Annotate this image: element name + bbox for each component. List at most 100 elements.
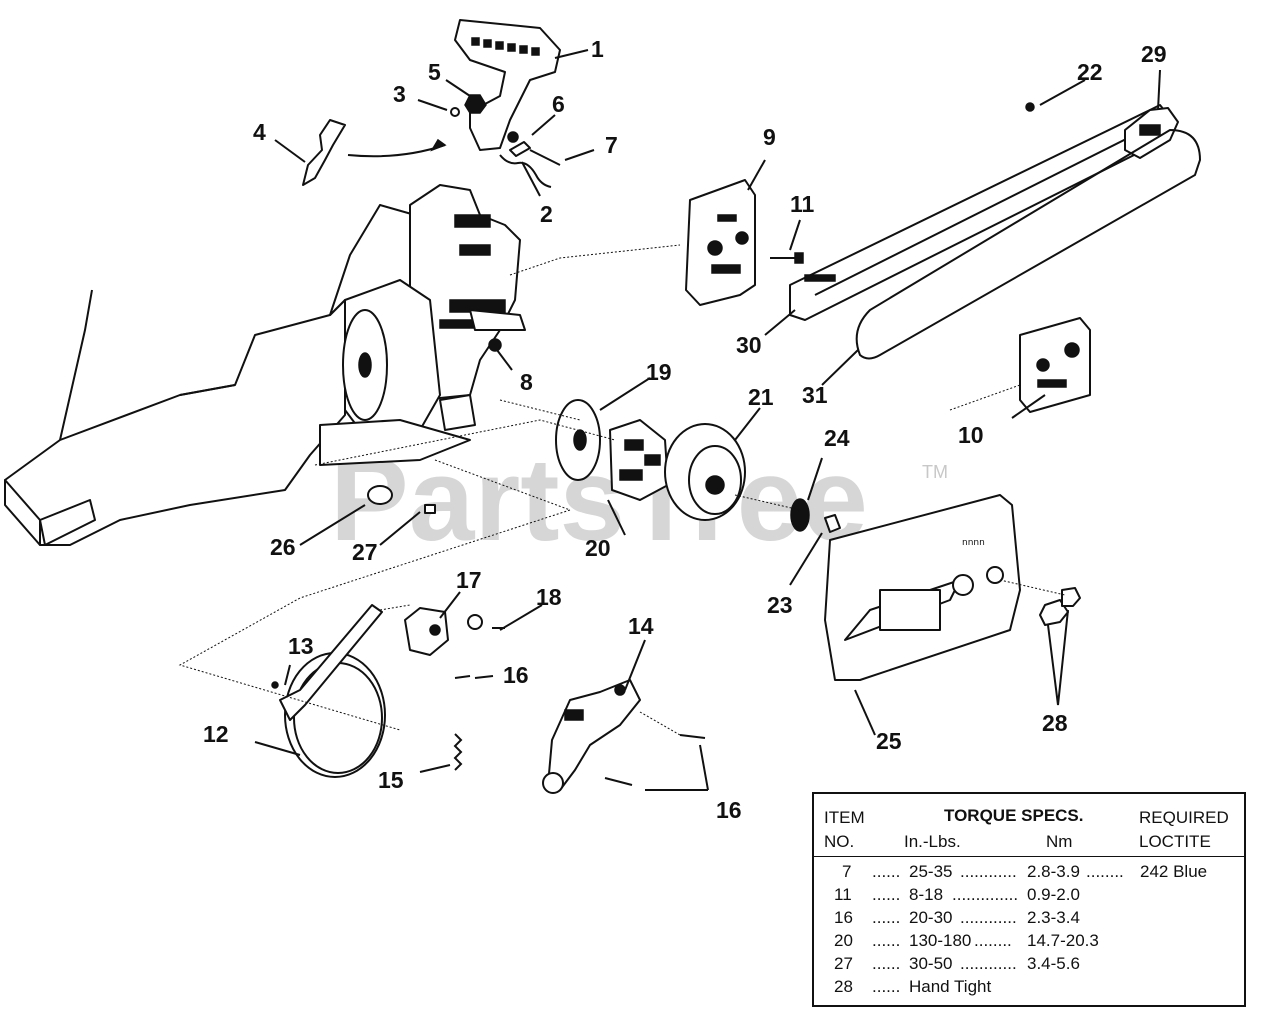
row-nm: 14.7-20.3 xyxy=(1027,931,1099,950)
part-10-outer-plate xyxy=(1019,317,1091,413)
part-2-spring xyxy=(499,154,552,188)
header-no: NO. xyxy=(824,832,855,851)
row-dots: ............ xyxy=(960,862,1017,881)
part-29-bar-nose xyxy=(1124,107,1179,159)
saw-housing xyxy=(4,184,526,546)
part-16-screw-a xyxy=(679,734,706,739)
part-20-clutch xyxy=(609,419,669,501)
callout-8: 8 xyxy=(520,369,533,395)
callout-16a: 16 xyxy=(503,662,529,688)
callout-9: 9 xyxy=(763,124,776,150)
table-row: 7 ...... 25-35 ............ 2.8-3.9 ....… xyxy=(814,862,1244,885)
callout-11: 11 xyxy=(790,191,815,217)
callout-2: 2 xyxy=(540,201,553,227)
part-4-spring-clip xyxy=(302,119,346,186)
part-17-brake-lever xyxy=(404,607,483,656)
callout-16b: 16 xyxy=(716,797,742,823)
row-nm: 0.9-2.0 xyxy=(1027,885,1080,904)
part-24-washer xyxy=(790,498,810,532)
row-in-lbs: 20-30 xyxy=(909,908,953,927)
callout-27: 27 xyxy=(352,539,378,565)
callout-12: 12 xyxy=(203,721,229,747)
row-item: 28 xyxy=(834,977,853,996)
row-dots: ...... xyxy=(872,862,901,881)
part-3-pin xyxy=(450,107,460,117)
torque-specs-table: ITEM NO. TORQUE SPECS. In.-Lbs. Nm REQUI… xyxy=(812,792,1246,1007)
callout-28: 28 xyxy=(1042,710,1068,736)
table-row: 11 ...... 8-18 .............. 0.9-2.0 xyxy=(814,885,1244,908)
callout-6: 6 xyxy=(552,91,565,117)
table-row: 20 ...... 130-180 ........ 14.7-20.3 xyxy=(814,931,1244,954)
row-item: 7 xyxy=(842,862,852,881)
row-in-lbs: 130-180 xyxy=(909,931,972,950)
part-7-screw xyxy=(529,149,561,166)
row-nm: 2.8-3.9 xyxy=(1027,862,1080,881)
row-dots: ...... xyxy=(872,977,901,996)
row-item: 20 xyxy=(834,931,853,950)
row-in-lbs: 30-50 xyxy=(909,954,953,973)
callout-30: 30 xyxy=(736,332,762,358)
callout-17: 17 xyxy=(456,567,482,593)
callout-5: 5 xyxy=(428,59,441,85)
part-11-bolt-head xyxy=(794,252,804,264)
row-dots: ...... xyxy=(872,885,901,904)
callout-3: 3 xyxy=(393,81,406,107)
watermark-tm: TM xyxy=(922,462,948,482)
header-in-lbs: In.-Lbs. xyxy=(904,832,961,851)
part-12-brake-band xyxy=(279,604,386,778)
part-15-spring xyxy=(453,733,463,771)
callout-25: 25 xyxy=(876,728,902,754)
row-item: 16 xyxy=(834,908,853,927)
part-25-sprocket-cover: nnnn xyxy=(824,494,1021,681)
part-1-chain-brake-handle xyxy=(454,19,561,151)
row-dots: ........ xyxy=(1086,862,1124,881)
table-row: 16 ...... 20-30 ............ 2.3-3.4 xyxy=(814,908,1244,931)
callout-15: 15 xyxy=(378,767,404,793)
row-dots: ............ xyxy=(960,908,1017,927)
part-23-nut xyxy=(824,514,841,533)
header-item: ITEM xyxy=(824,808,865,827)
callout-labels: 1 2 3 4 5 6 7 8 9 10 11 12 13 14 15 16 1… xyxy=(203,36,1167,823)
row-nm: 2.3-3.4 xyxy=(1027,908,1080,927)
callout-14: 14 xyxy=(628,613,654,639)
part-30-guide-bar xyxy=(789,104,1173,321)
row-dots: ...... xyxy=(872,908,901,927)
callout-24: 24 xyxy=(824,425,850,451)
row-in-lbs: 8-18 xyxy=(909,885,944,904)
part-16-screw-b xyxy=(604,777,633,786)
callout-22: 22 xyxy=(1077,59,1103,85)
part-16-screw xyxy=(454,675,471,679)
row-dots: .............. xyxy=(952,885,1019,904)
callout-23: 23 xyxy=(767,592,793,618)
svg-text:nnnn: nnnn xyxy=(962,538,985,548)
header-loctite: LOCTITE xyxy=(1139,832,1211,851)
row-loctite: 242 Blue xyxy=(1140,862,1208,881)
part-31-saw-chain xyxy=(855,128,1202,360)
header-nm: Nm xyxy=(1046,832,1073,851)
part-6-washer xyxy=(509,141,531,157)
callout-29: 29 xyxy=(1141,41,1167,67)
callout-31: 31 xyxy=(802,382,828,408)
table-row: 28 ...... Hand Tight xyxy=(814,977,1244,1000)
row-nm: 3.4-5.6 xyxy=(1027,954,1080,973)
row-in-lbs: 25-35 xyxy=(909,862,953,881)
callout-7: 7 xyxy=(605,132,618,158)
part-22-screw xyxy=(1025,102,1035,112)
row-item: 27 xyxy=(834,954,853,973)
callout-10: 10 xyxy=(958,422,984,448)
callout-4: 4 xyxy=(253,119,266,145)
row-dots: ...... xyxy=(872,931,901,950)
part-27-screw xyxy=(424,504,436,514)
header-required: REQUIRED xyxy=(1139,808,1229,827)
header-separator xyxy=(814,856,1244,857)
row-dots: ............ xyxy=(960,954,1017,973)
table-row: 27 ...... 30-50 ............ 3.4-5.6 xyxy=(814,954,1244,977)
row-in-lbs: Hand Tight xyxy=(909,977,992,996)
part-19-washer xyxy=(555,399,601,481)
part-13-pin xyxy=(271,681,279,689)
row-item: 11 xyxy=(834,885,852,904)
part-5-nut xyxy=(464,94,487,114)
leader-lines xyxy=(254,49,1161,791)
part-28-bar-nuts xyxy=(1039,587,1081,626)
